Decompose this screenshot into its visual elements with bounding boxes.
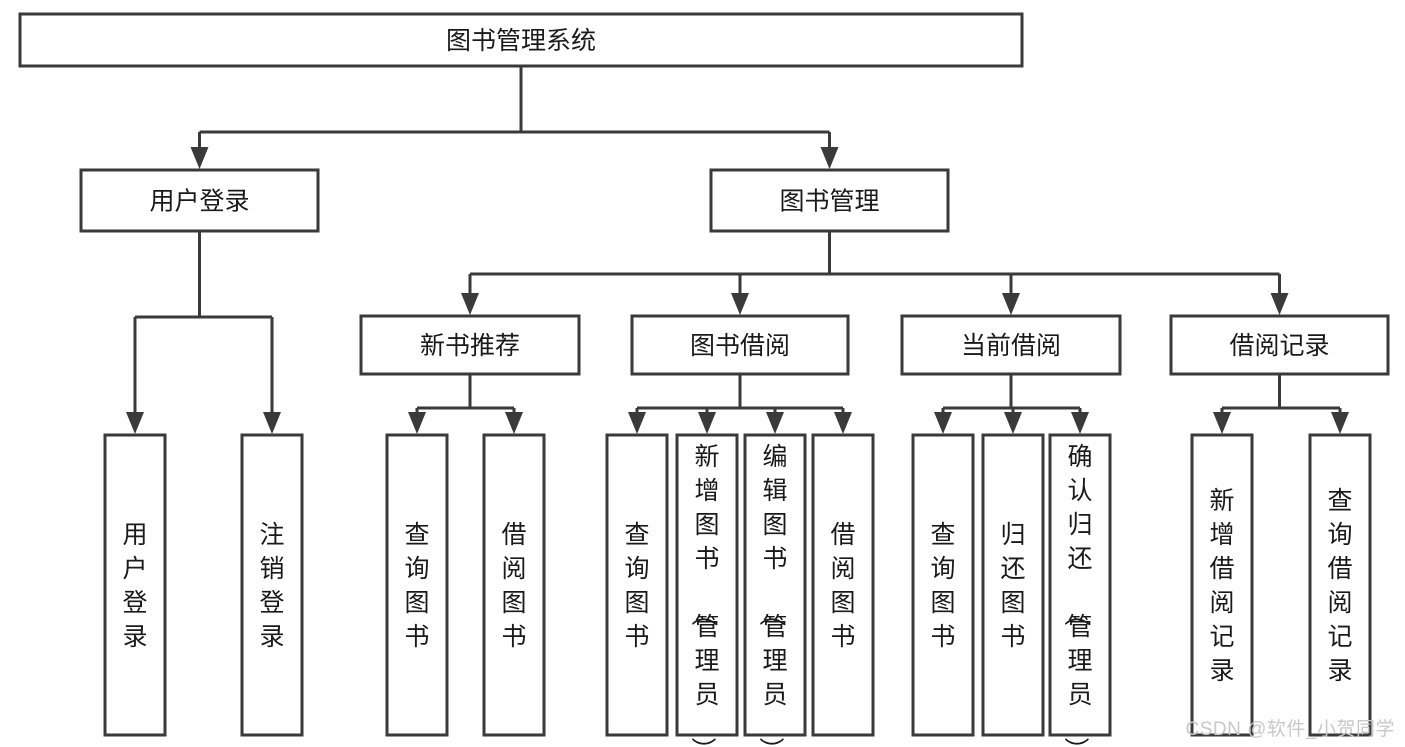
arrow-head-icon: [1213, 412, 1231, 434]
arrow-head-icon: [1071, 412, 1089, 434]
connector-lines: [126, 66, 1349, 434]
node-level3-1-rect: [630, 314, 850, 376]
node-level2-0-rect: [79, 168, 320, 233]
arrow-head-icon: [505, 412, 523, 434]
arrow-head-icon: [820, 147, 839, 169]
leaf-node-2-label: 查询图书: [404, 521, 429, 651]
leaf-node-8-rect: [911, 433, 975, 737]
leaf-node-11-label: 新增借阅记录: [1209, 487, 1234, 685]
leaf-node-3[interactable]: 借阅图书: [482, 433, 546, 737]
arrow-head-icon: [263, 412, 281, 434]
node-level3-0-rect: [359, 314, 581, 376]
leaf-node-3-label: 借阅图书: [501, 521, 526, 651]
leaf-node-7-rect: [811, 433, 875, 737]
leaf-node-9[interactable]: 归还图书: [981, 433, 1045, 737]
node-level3-2-label: 当前借阅: [961, 332, 1061, 360]
leaf-node-0-rect: [103, 433, 167, 737]
node-level3-0[interactable]: 新书推荐: [359, 314, 581, 376]
leaf-node-5-label: 新增图书（管理员）: [688, 443, 719, 747]
leaf-node-0[interactable]: 用户登录: [103, 433, 167, 737]
node-root-label: 图书管理系统: [446, 27, 596, 55]
leaf-node-0-label: 用户登录: [122, 521, 147, 651]
arrow-head-icon: [834, 412, 852, 434]
leaf-node-12-rect: [1308, 433, 1372, 737]
arrow-head-icon: [408, 412, 426, 434]
arrow-head-icon: [766, 412, 784, 434]
arrow-head-icon: [1331, 412, 1349, 434]
leaf-node-12[interactable]: 查询借阅记录: [1308, 433, 1372, 737]
leaf-node-9-rect: [981, 433, 1045, 737]
node-level3-3[interactable]: 借阅记录: [1169, 314, 1390, 376]
node-level2-1[interactable]: 图书管理: [709, 168, 950, 233]
arrow-head-icon: [698, 412, 716, 434]
node-level3-1-label: 图书借阅: [690, 332, 790, 360]
leaf-node-1-rect: [240, 433, 304, 737]
node-level3-0-label: 新书推荐: [420, 332, 520, 360]
node-level3-2-rect: [900, 314, 1122, 376]
leaf-node-5-rect: [675, 433, 739, 737]
node-level2-1-rect: [709, 168, 950, 233]
leaf-node-10-rect: [1048, 433, 1112, 737]
arrow-head-icon: [190, 147, 209, 169]
leaf-node-1-label: 注销登录: [259, 521, 284, 651]
leaf-node-6[interactable]: 编辑图书（管理员）: [743, 433, 807, 747]
node-level3-1[interactable]: 图书借阅: [630, 314, 850, 376]
node-level2-0-label: 用户登录: [149, 188, 249, 216]
node-level3-2[interactable]: 当前借阅: [900, 314, 1122, 376]
arrow-head-icon: [1270, 293, 1289, 315]
leaf-node-7[interactable]: 借阅图书: [811, 433, 875, 737]
leaf-node-2[interactable]: 查询图书: [385, 433, 449, 737]
leaf-node-6-label: 编辑图书（管理员）: [756, 443, 787, 747]
node-level3-3-rect: [1169, 314, 1390, 376]
leaf-node-7-label: 借阅图书: [830, 521, 855, 651]
node-root[interactable]: 图书管理系统: [18, 12, 1024, 68]
node-level2-1-label: 图书管理: [779, 188, 879, 216]
arrow-head-icon: [731, 293, 749, 315]
node-level2-0[interactable]: 用户登录: [79, 168, 320, 233]
leaf-node-4-label: 查询图书: [624, 521, 649, 651]
arrow-head-icon: [461, 293, 479, 315]
arrow-head-icon: [934, 412, 952, 434]
leaf-node-12-label: 查询借阅记录: [1327, 487, 1352, 685]
node-root-rect: [18, 12, 1024, 68]
leaf-node-11-rect: [1190, 433, 1254, 737]
leaf-node-9-label: 归还图书: [1000, 521, 1025, 651]
leaf-node-2-rect: [385, 433, 449, 737]
leaf-node-3-rect: [482, 433, 546, 737]
node-boxes: 图书管理系统用户登录图书管理新书推荐图书借阅当前借阅借阅记录用户登录注销登录查询…: [18, 12, 1390, 747]
leaf-node-10-label: 确认归还（管理员）: [1061, 443, 1092, 747]
arrow-head-icon: [628, 412, 646, 434]
arrow-head-icon: [1004, 412, 1022, 434]
leaf-node-8[interactable]: 查询图书: [911, 433, 975, 737]
arrow-head-icon: [126, 412, 144, 434]
arrow-head-icon: [1002, 293, 1020, 315]
node-level3-3-label: 借阅记录: [1229, 332, 1329, 360]
leaf-node-5[interactable]: 新增图书（管理员）: [675, 433, 739, 747]
leaf-node-6-rect: [743, 433, 807, 737]
leaf-node-8-label: 查询图书: [930, 521, 955, 651]
leaf-node-4-rect: [605, 433, 669, 737]
leaf-node-10[interactable]: 确认归还（管理员）: [1048, 433, 1112, 747]
leaf-node-1[interactable]: 注销登录: [240, 433, 304, 737]
leaf-node-4[interactable]: 查询图书: [605, 433, 669, 737]
leaf-node-11[interactable]: 新增借阅记录: [1190, 433, 1254, 737]
